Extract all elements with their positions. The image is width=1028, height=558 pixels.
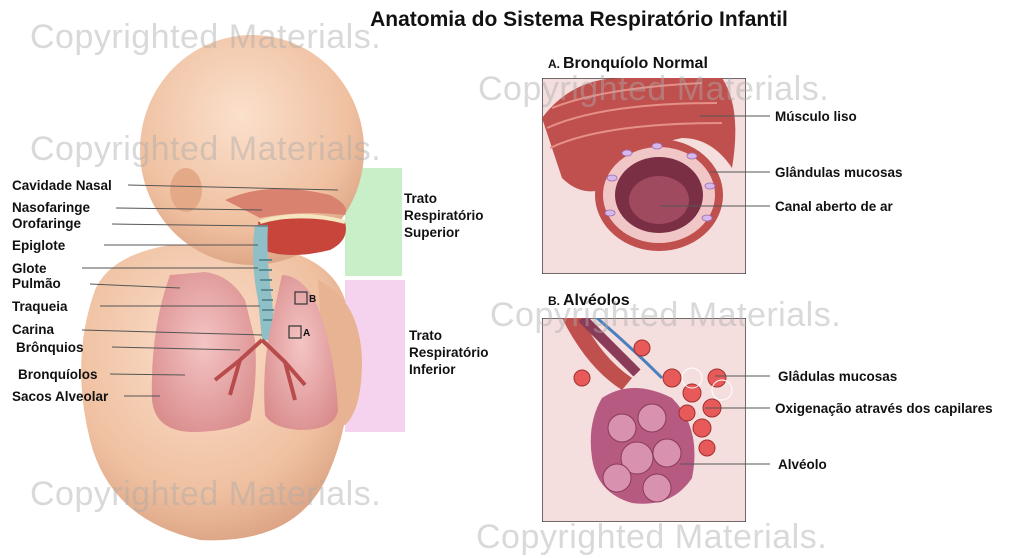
label-oxigenacao: Oxigenação através dos capilares	[775, 401, 993, 417]
label-gladulas-mucosas: Glâdulas mucosas	[778, 369, 897, 385]
label-alveolo: Alvéolo	[778, 457, 827, 473]
